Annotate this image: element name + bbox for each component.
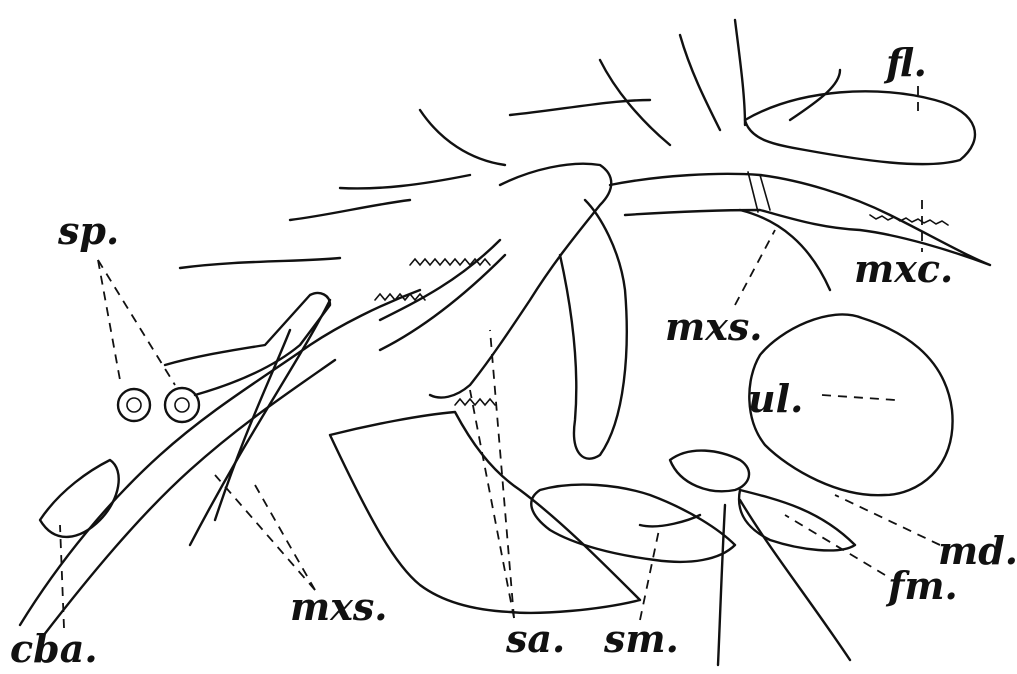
label-fm: fm. xyxy=(888,567,958,605)
sa-spine-row-lower xyxy=(455,399,495,405)
dorsal-seta-1 xyxy=(180,258,340,268)
dorsal-seta-3 xyxy=(340,175,470,188)
antenna-stem xyxy=(20,290,420,625)
mandible-blade xyxy=(739,490,855,550)
thoracic-plate xyxy=(330,412,640,613)
mxs-seta-upper xyxy=(740,210,830,290)
dorsal-seta-5 xyxy=(510,100,650,115)
label-sm: sm. xyxy=(604,620,679,658)
lead-md xyxy=(835,495,940,545)
sa-blade-1 xyxy=(380,240,500,320)
label-ul: ul. xyxy=(748,380,803,418)
central-appendage-inner xyxy=(560,200,627,459)
sensory-pit-left-core xyxy=(127,398,141,412)
label-sa: sa. xyxy=(506,620,565,658)
ventral-seta-2 xyxy=(740,500,850,660)
flagellum-outline xyxy=(745,91,975,164)
sensory-pit-right-core xyxy=(175,398,189,412)
maxilla-coxa-joint xyxy=(748,172,770,212)
lead-sm xyxy=(640,525,660,620)
sensory-pit-left xyxy=(118,389,150,421)
lead-sa-1 xyxy=(470,390,514,618)
lead-sp-right xyxy=(98,260,175,385)
sa-blade-2 xyxy=(380,255,505,350)
dorsal-seta-7 xyxy=(680,35,720,130)
label-cba: cba. xyxy=(10,630,98,668)
sensory-pit-right xyxy=(165,388,199,422)
cba-leaf xyxy=(40,460,119,537)
label-fl: fl. xyxy=(886,44,927,82)
central-appendage-outline xyxy=(430,164,611,398)
dorsal-seta-8 xyxy=(735,20,745,125)
mxs-seta-1 xyxy=(190,300,330,545)
mxs-seta-2 xyxy=(215,330,290,520)
lead-sa-2 xyxy=(490,330,514,618)
mandible-palp xyxy=(670,451,749,492)
label-sp: sp. xyxy=(58,212,119,250)
lead-ul xyxy=(822,395,895,400)
dorsal-seta-2 xyxy=(290,200,410,220)
lead-fm xyxy=(785,515,885,575)
dorsal-seta-4 xyxy=(420,110,505,165)
ventral-seta-1 xyxy=(718,505,725,665)
label-mxs-upper: mxs. xyxy=(665,308,763,346)
ventral-seta-3 xyxy=(640,515,700,526)
lead-mxs-lower-2 xyxy=(255,485,315,590)
lead-mxs-lower xyxy=(215,475,315,590)
label-mxs-lower: mxs. xyxy=(290,588,388,626)
lead-mxs-upper xyxy=(735,230,775,305)
label-mxc: mxc. xyxy=(854,250,953,288)
